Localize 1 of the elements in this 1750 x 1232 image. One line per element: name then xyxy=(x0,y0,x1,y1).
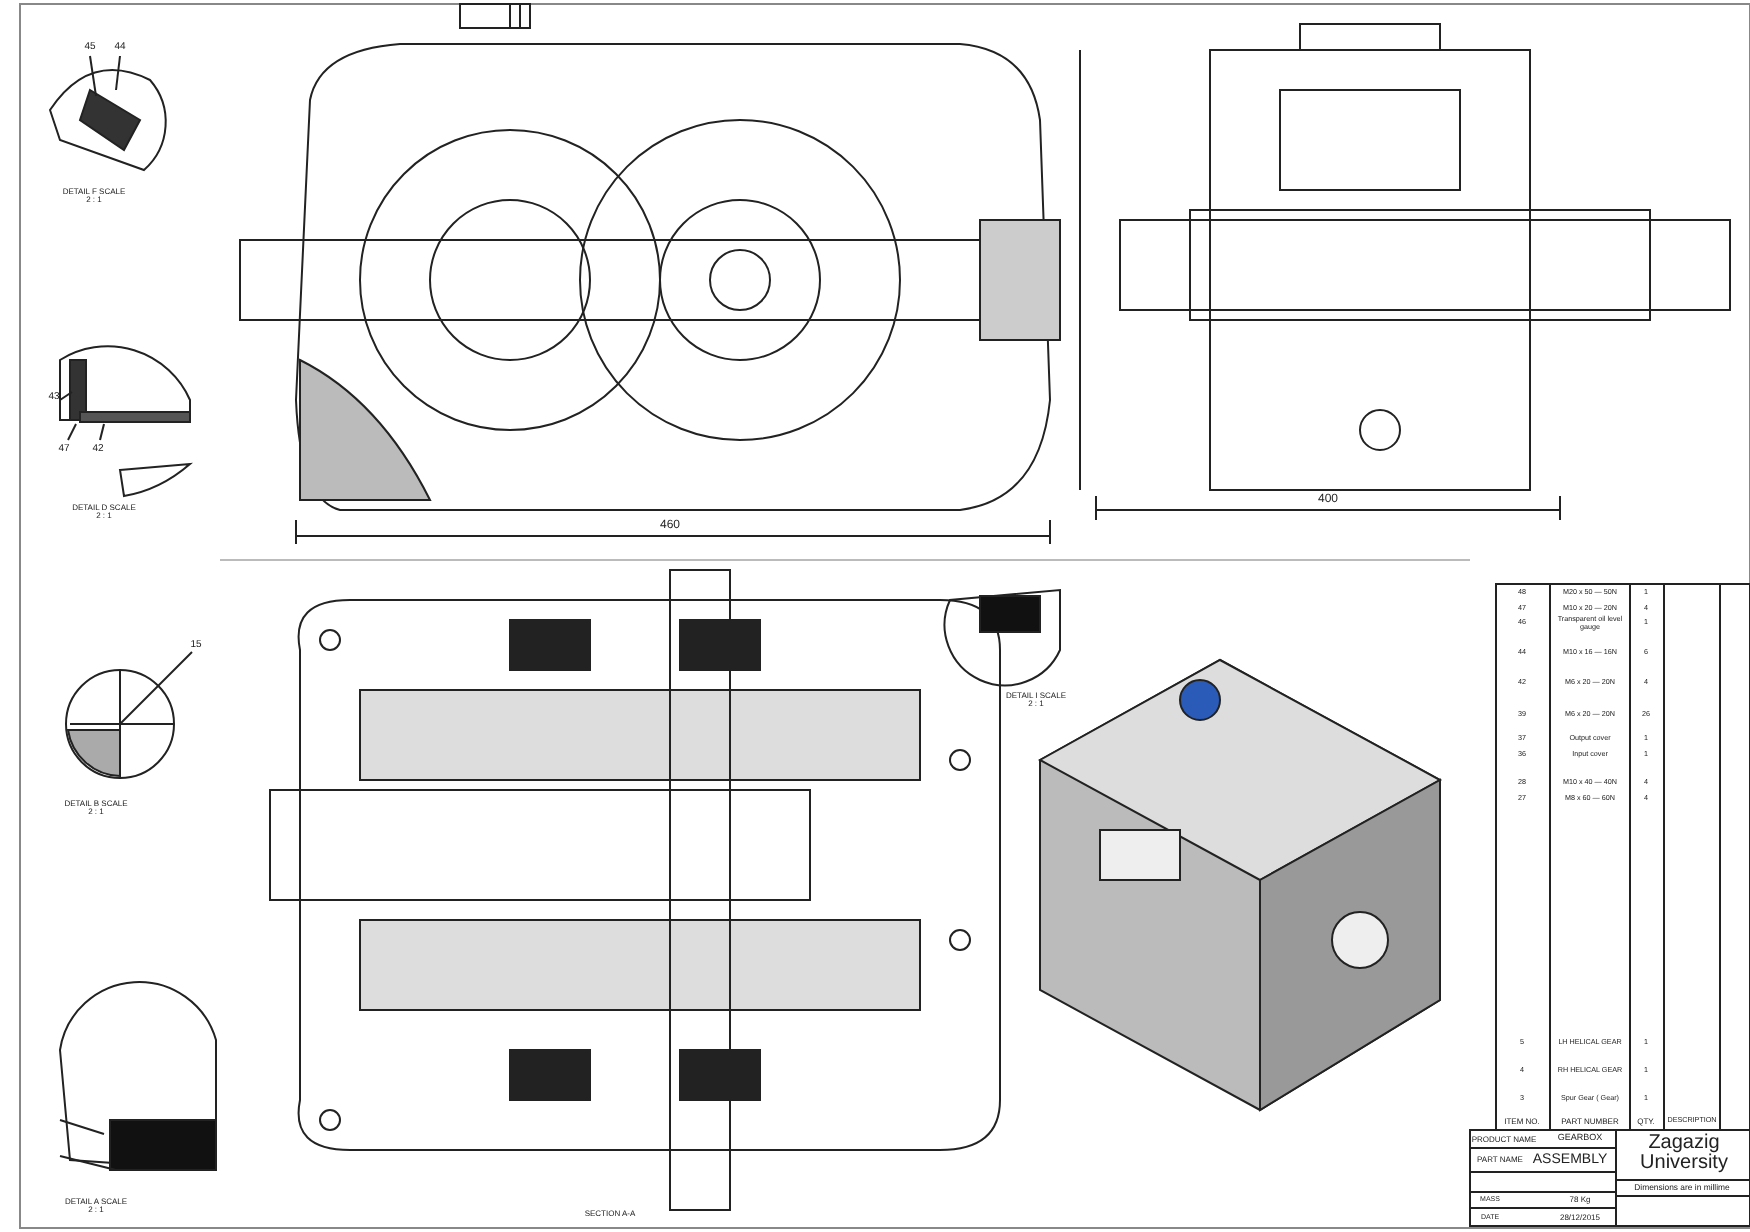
institution-name: Zagazig University xyxy=(1638,1134,1730,1174)
